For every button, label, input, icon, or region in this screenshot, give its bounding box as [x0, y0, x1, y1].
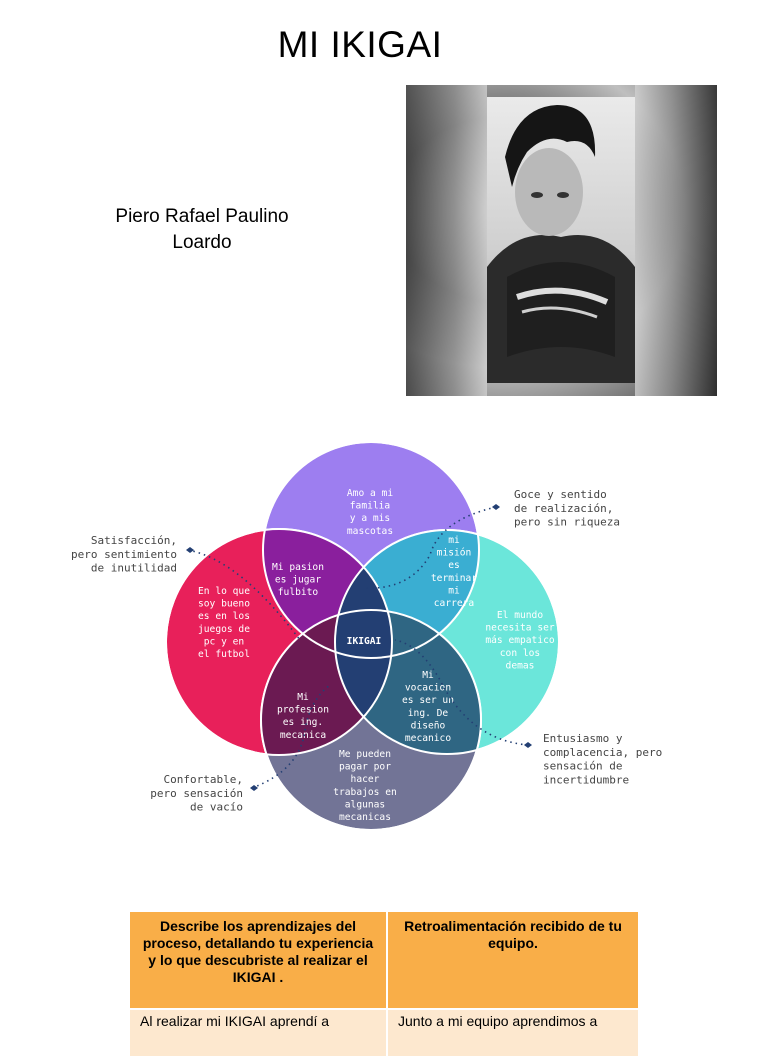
ann-bl-line: pero sensación — [150, 787, 243, 800]
profesion-line: Mi — [297, 692, 309, 703]
overlap-vocacion — [335, 610, 481, 754]
ann-tr-line: pero sin riqueza — [514, 516, 620, 529]
page-title: MI IKIGAI — [277, 24, 443, 65]
table-cell-aprendizajes[interactable]: Al realizar mi IKIGAI aprendí a — [128, 1008, 388, 1058]
photo-blur-right — [635, 85, 717, 396]
vocacion-line: mecanico — [405, 733, 451, 744]
right-line: necesita ser — [485, 623, 555, 634]
top-line: mascotas — [347, 526, 393, 537]
pasion-line: fulbito — [278, 587, 319, 598]
bottom-line: algunas — [345, 799, 385, 810]
table-header-aprendizajes: Describe los aprendizajes del proceso, d… — [128, 910, 388, 1010]
pasion-line: Mi pasion — [272, 562, 324, 573]
table-header-retroalimentacion: Retroalimentación recibido de tu equipo. — [386, 910, 640, 1010]
profesion-line: mecanica — [280, 730, 326, 741]
portrait-illustration — [487, 105, 635, 383]
left-line: En lo que — [198, 586, 250, 597]
bottom-line: Me pueden — [339, 749, 391, 760]
profesion-line: es ing. — [283, 717, 323, 728]
ann-br-line: complacencia, pero — [543, 746, 662, 759]
author-name: Piero Rafael Paulino Loardo — [92, 204, 312, 256]
bottom-line: trabajos en — [333, 787, 397, 798]
pasion-line: es jugar — [275, 575, 321, 586]
vocacion-line: ing. De — [408, 708, 449, 719]
vocacion-line: diseño — [411, 720, 446, 731]
right-line: más empatico — [485, 634, 555, 646]
connector-left — [187, 549, 301, 641]
ann-l-line: de inutilidad — [91, 562, 177, 575]
mision-line: terminar — [431, 573, 477, 584]
ann-bl-line: Confortable, — [164, 773, 243, 786]
ann-br-line: incertidumbre — [543, 773, 629, 786]
top-line: Amo a mi — [347, 488, 393, 499]
table-header-row: Describe los aprendizajes del proceso, d… — [128, 910, 640, 1010]
connector-bottom-right — [394, 639, 529, 746]
ann-tr-line: Goce y sentido — [514, 488, 607, 501]
left-line: juegos de — [198, 624, 250, 635]
author-line-2: Loardo — [172, 232, 232, 253]
vocacion-line: Mi — [422, 670, 434, 681]
photo-portrait — [487, 97, 635, 383]
text-center-ikigai: IKIGAI — [347, 636, 382, 647]
ann-bl-line: de vacío — [190, 801, 243, 814]
mision-line: mi — [448, 535, 460, 546]
top-line: familia — [350, 501, 390, 512]
reflection-table: Describe los aprendizajes del proceso, d… — [128, 910, 640, 1058]
connector-bottom-left — [251, 684, 331, 789]
overlap-center — [335, 562, 392, 722]
right-line: demas — [506, 660, 535, 671]
vocacion-line: vocacion — [405, 683, 451, 694]
left-line: es en los — [198, 611, 250, 622]
photo-blur-left — [406, 85, 487, 396]
profesion-line: profesion — [277, 705, 329, 716]
ann-br-line: sensación de — [543, 760, 622, 773]
bottom-line: mecanicas — [339, 812, 391, 823]
ann-br-line: Entusiasmo y — [543, 732, 623, 745]
right-line: con los — [500, 648, 540, 659]
right-line: El mundo — [497, 610, 543, 621]
bottom-line: pagar por — [339, 762, 391, 773]
mision-line: carrera — [434, 598, 474, 609]
mision-line: mi — [448, 585, 460, 596]
vocacion-line: es ser un — [402, 695, 454, 706]
table-cell-retroalimentacion[interactable]: Junto a mi equipo aprendimos a — [386, 1008, 640, 1058]
mision-line: misión — [437, 547, 472, 559]
mision-line: es — [448, 560, 460, 571]
left-line: el futbol — [198, 649, 250, 660]
ann-tr-line: de realización, — [514, 502, 613, 515]
left-line: soy bueno — [198, 599, 250, 610]
author-line-1: Piero Rafael Paulino — [115, 206, 289, 227]
table-row: Al realizar mi IKIGAI aprendí a Junto a … — [128, 1008, 640, 1058]
profile-photo — [406, 85, 717, 396]
bottom-line: hacer — [351, 774, 380, 785]
ann-l-line: pero sentimiento — [71, 548, 177, 561]
ann-l-line: Satisfacción, — [91, 534, 177, 547]
connector-top-right — [364, 506, 497, 589]
top-line: y a mis — [350, 513, 390, 524]
left-line: pc y en — [204, 636, 244, 647]
